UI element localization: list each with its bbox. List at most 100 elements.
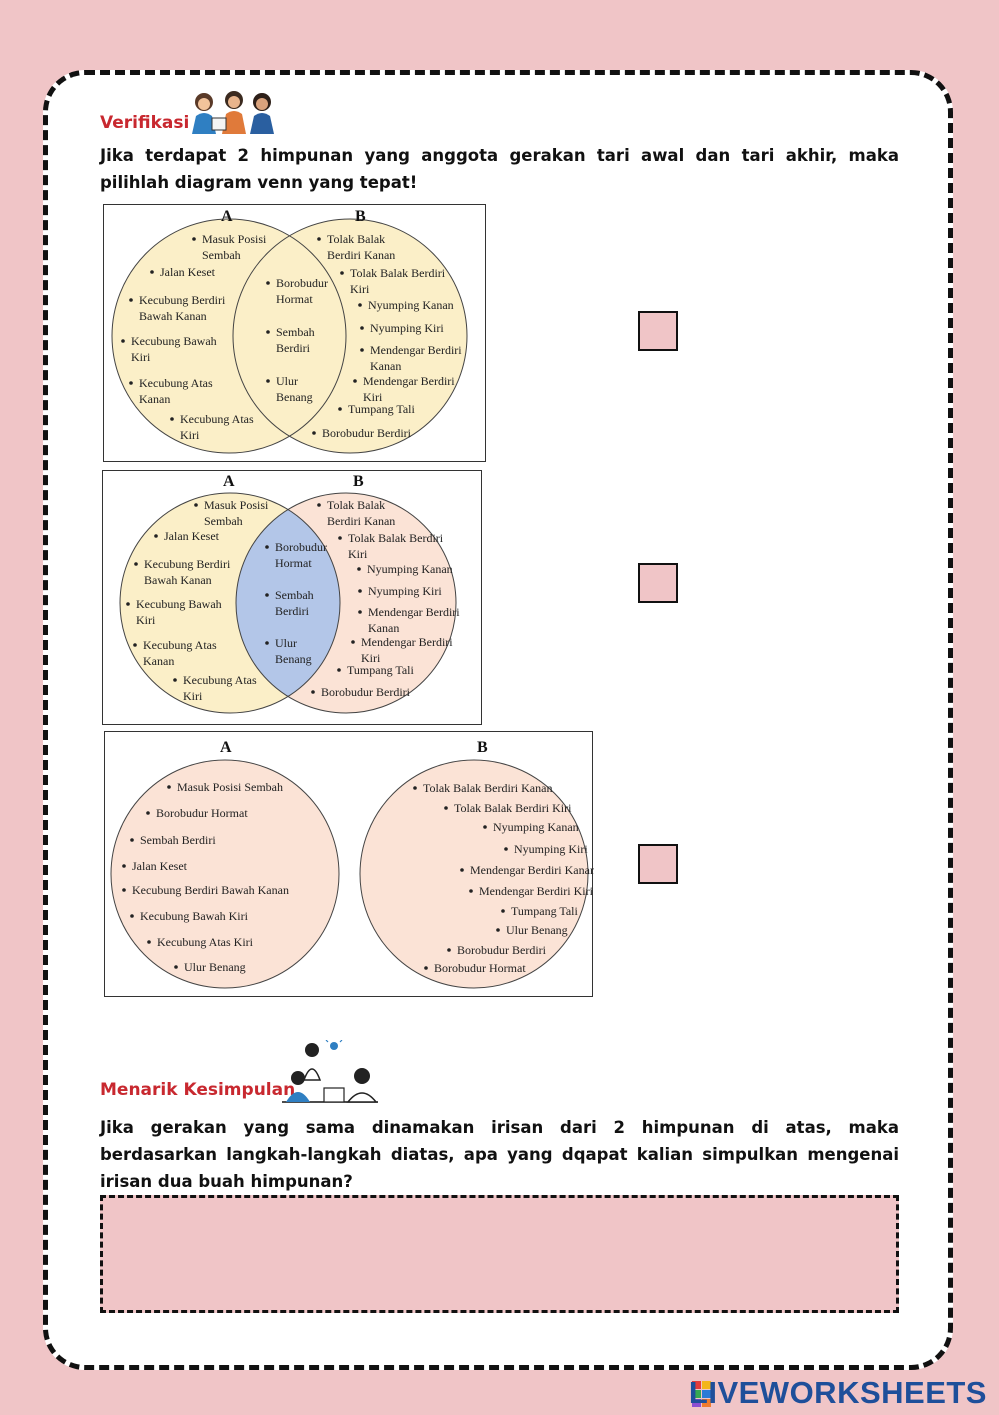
set-b-item: Kiri	[363, 390, 383, 404]
set-b-item: Mendengar Berdiri	[368, 605, 460, 619]
set-a-item: Kecubung Atas	[139, 376, 213, 390]
set-b-item: Mendengar Berdiri	[370, 343, 462, 357]
set-b-item-bullet	[340, 271, 344, 275]
conclusion-question: Jika gerakan yang sama dinamakan irisan …	[100, 1118, 899, 1191]
intersection-item: Ulur	[276, 374, 298, 388]
set-a-item: Kecubung Atas	[143, 638, 217, 652]
set-a-item: Kecubung Atas Kiri	[157, 935, 254, 949]
set-a-item: Masuk Posisi Sembah	[177, 780, 283, 794]
set-a-item-bullet	[173, 678, 177, 682]
set-b-item-bullet	[447, 948, 451, 952]
set-a-item: Kecubung Berdiri Bawah Kanan	[132, 883, 289, 897]
set-a-item: Kecubung Berdiri	[139, 293, 226, 307]
liveworksheets-logo-icon	[692, 1381, 711, 1407]
set-a-circle	[111, 218, 347, 454]
set-b-label: B	[477, 739, 488, 756]
set-a-item-bullet	[129, 298, 133, 302]
set-b-label: B	[355, 208, 366, 225]
set-a-item-bullet	[147, 940, 151, 944]
set-b-item-bullet	[496, 928, 500, 932]
intersection-item: Benang	[275, 652, 312, 666]
set-a-item: Masuk Posisi	[202, 232, 267, 246]
set-b-item: Nyumping Kanan	[368, 298, 454, 312]
intersection-item: Berdiri	[276, 341, 311, 355]
conclusion-title: Menarik Kesimpulan	[100, 1080, 296, 1100]
intersection-item: Hormat	[276, 292, 313, 306]
set-b-item: Mendengar Berdiri Kanan	[470, 863, 594, 877]
set-a-item: Kecubung Atas	[183, 673, 257, 687]
set-b-circle	[232, 218, 468, 454]
set-b-label: B	[353, 473, 364, 490]
set-b-item: Berdiri Kanan	[327, 514, 395, 528]
choice-checkbox-3[interactable]	[638, 844, 678, 884]
set-a-item: Kecubung Berdiri	[144, 557, 231, 571]
conclusion-answer-value[interactable]	[103, 1198, 896, 1310]
verification-question: Jika terdapat 2 himpunan yang anggota ge…	[100, 146, 899, 192]
set-b-item: Kanan	[370, 359, 401, 373]
set-b-item-bullet	[424, 966, 428, 970]
set-b-item: Tumpang Tali	[511, 904, 579, 918]
set-a-item-bullet	[174, 965, 178, 969]
set-b-item: Borobudur Berdiri	[457, 943, 547, 957]
set-b-item-bullet	[360, 326, 364, 330]
set-b-circle	[235, 492, 457, 714]
set-b-item-bullet	[338, 407, 342, 411]
intersection-item: Hormat	[275, 556, 312, 570]
set-b-item: Nyumping Kiri	[370, 321, 444, 335]
set-a-item-bullet	[122, 888, 126, 892]
intersection-item: Berdiri	[275, 604, 310, 618]
set-b-item: Kiri	[350, 282, 370, 296]
set-b-item-bullet	[501, 909, 505, 913]
set-b-item: Tumpang Tali	[347, 663, 415, 677]
set-a-item: Jalan Keset	[132, 859, 188, 873]
set-b-item: Nyumping Kiri	[514, 842, 588, 856]
set-b-item: Tolak Balak Berdiri Kanan	[423, 781, 552, 795]
set-b-item-bullet	[312, 431, 316, 435]
set-a-item: Kiri	[131, 350, 151, 364]
set-b-item: Ulur Benang	[506, 923, 568, 937]
set-b-item: Tolak Balak	[327, 498, 385, 512]
set-a-item: Borobudur Hormat	[156, 806, 248, 820]
choice-checkbox-2[interactable]	[638, 563, 678, 603]
set-a-item-bullet	[170, 417, 174, 421]
set-b-item-bullet	[358, 589, 362, 593]
children-illustration-icon	[192, 91, 274, 134]
set-a-item-bullet	[194, 503, 198, 507]
set-b-item: Kiri	[348, 547, 368, 561]
set-a-item-bullet	[134, 562, 138, 566]
set-a-item: Kecubung Bawah	[136, 597, 222, 611]
set-b-item-bullet	[413, 786, 417, 790]
set-a-item: Jalan Keset	[164, 529, 220, 543]
set-a-item: Kiri	[183, 689, 203, 703]
set-a-item-bullet	[154, 534, 158, 538]
choice-checkbox-1[interactable]	[638, 311, 678, 351]
set-b-item: Borobudur Berdiri	[322, 426, 412, 440]
set-a-item-bullet	[130, 838, 134, 842]
verification-title: Verifikasi	[100, 113, 190, 133]
set-b-item-bullet	[469, 889, 473, 893]
set-a-label: A	[221, 208, 233, 225]
set-b-item-bullet	[504, 847, 508, 851]
intersection-item-bullet	[266, 330, 270, 334]
intersection-item-bullet	[266, 281, 270, 285]
set-a-item-bullet	[129, 381, 133, 385]
set-b-item: Nyumping Kiri	[368, 584, 442, 598]
set-b-item: Borobudur Hormat	[434, 961, 526, 975]
set-b-item-bullet	[338, 536, 342, 540]
set-a-item-bullet	[133, 643, 137, 647]
intersection-item: Borobudur	[276, 276, 328, 290]
intersection-item: Benang	[276, 390, 313, 404]
set-a-item: Kiri	[136, 613, 156, 627]
set-b-item: Nyumping Kanan	[367, 562, 453, 576]
set-a-item: Bawah Kanan	[144, 573, 212, 587]
set-a-item: Sembah	[204, 514, 243, 528]
set-b-item-bullet	[351, 640, 355, 644]
intersection-item: Sembah	[276, 325, 315, 339]
conclusion-answer-field[interactable]	[100, 1195, 899, 1313]
intersection-item-bullet	[265, 593, 269, 597]
students-illustration-icon	[282, 1040, 378, 1103]
set-a-item: Kanan	[139, 392, 170, 406]
